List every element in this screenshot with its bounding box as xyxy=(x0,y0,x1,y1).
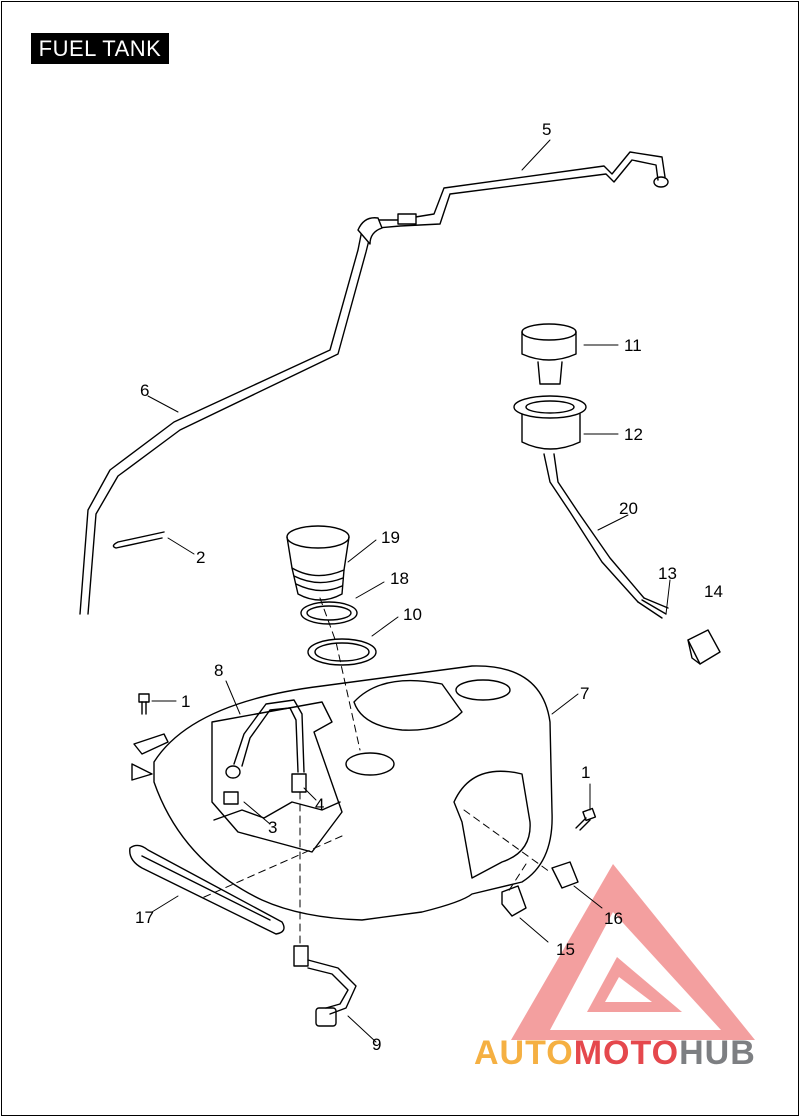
callout-1-left: 1 xyxy=(181,692,190,711)
callout-1-right: 1 xyxy=(581,763,590,782)
callout-12: 12 xyxy=(624,425,643,444)
fuel-cap-19 xyxy=(286,525,350,601)
bracket-16 xyxy=(551,861,579,889)
callout-13: 13 xyxy=(658,564,677,583)
gasket-10 xyxy=(307,638,377,666)
gauge-housing-12 xyxy=(513,395,587,450)
fitting-4 xyxy=(291,773,307,793)
callout-17: 17 xyxy=(135,908,154,927)
vent-tube-6 xyxy=(79,217,383,615)
callout-14: 14 xyxy=(704,582,723,601)
callout-labels: 1 1 2 3 4 5 6 7 8 9 10 11 12 13 14 15 16… xyxy=(135,120,723,1054)
watermark-part-3: HUB xyxy=(679,1034,756,1072)
callout-15: 15 xyxy=(556,940,575,959)
fuel-line-8 xyxy=(225,699,305,779)
callout-19: 19 xyxy=(381,528,400,547)
fuel-gauge-11 xyxy=(521,323,577,385)
watermark-part-1: AUTO xyxy=(474,1034,574,1072)
connector-14 xyxy=(687,629,721,665)
callout-16: 16 xyxy=(604,909,623,928)
callout-8: 8 xyxy=(214,661,223,680)
vent-hose-5 xyxy=(373,151,669,229)
screw-1-left xyxy=(131,693,169,781)
fuel-tank-7 xyxy=(153,665,553,921)
fitting-3 xyxy=(223,791,239,805)
callout-5: 5 xyxy=(542,120,551,139)
callout-18: 18 xyxy=(390,569,409,588)
screw-1-right xyxy=(575,807,597,831)
emblem-17 xyxy=(129,844,285,935)
callout-2: 2 xyxy=(196,548,205,567)
callout-20: 20 xyxy=(619,499,638,518)
clip-2 xyxy=(112,531,165,549)
callout-7: 7 xyxy=(580,684,589,703)
callout-11: 11 xyxy=(624,336,642,355)
bracket-15 xyxy=(501,885,527,917)
callout-4: 4 xyxy=(315,795,324,814)
fuel-supply-fitting-9 xyxy=(293,945,357,1027)
callout-10: 10 xyxy=(403,605,422,624)
callout-3: 3 xyxy=(268,818,277,837)
callout-9: 9 xyxy=(372,1035,381,1054)
watermark-wordmark: AUTOMOTOHUB xyxy=(474,1034,756,1073)
wire-harness-20 xyxy=(543,453,669,619)
watermark-part-2: MOTO xyxy=(573,1034,680,1072)
watermark-triangle-logo xyxy=(511,864,755,1040)
page-title: FUEL TANK xyxy=(31,33,169,64)
callout-6: 6 xyxy=(140,381,149,400)
